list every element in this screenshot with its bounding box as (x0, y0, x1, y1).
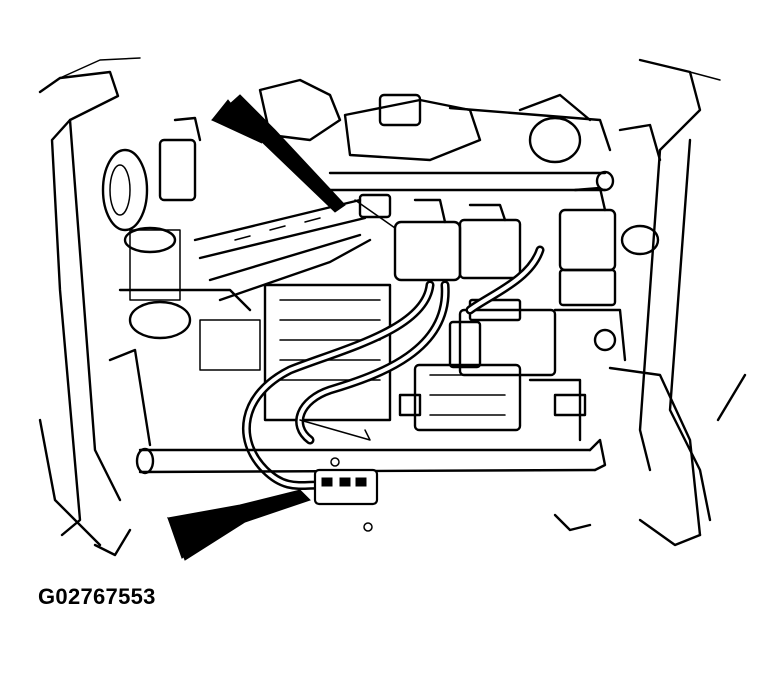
right-side-components (553, 186, 627, 362)
upper-crossbar (328, 170, 615, 192)
figure-id-label: G02767553 (38, 584, 156, 609)
connector-upper (354, 193, 522, 282)
wiring-harness (241, 245, 545, 491)
left-upper-components (101, 116, 261, 371)
lower-machinery (263, 283, 587, 442)
bottom-contours (93, 513, 702, 557)
right-fender (608, 58, 747, 537)
upper-arrow (211, 94, 346, 213)
left-fender (38, 57, 152, 547)
connector-lower (313, 468, 379, 506)
lower-arrow (167, 489, 311, 561)
